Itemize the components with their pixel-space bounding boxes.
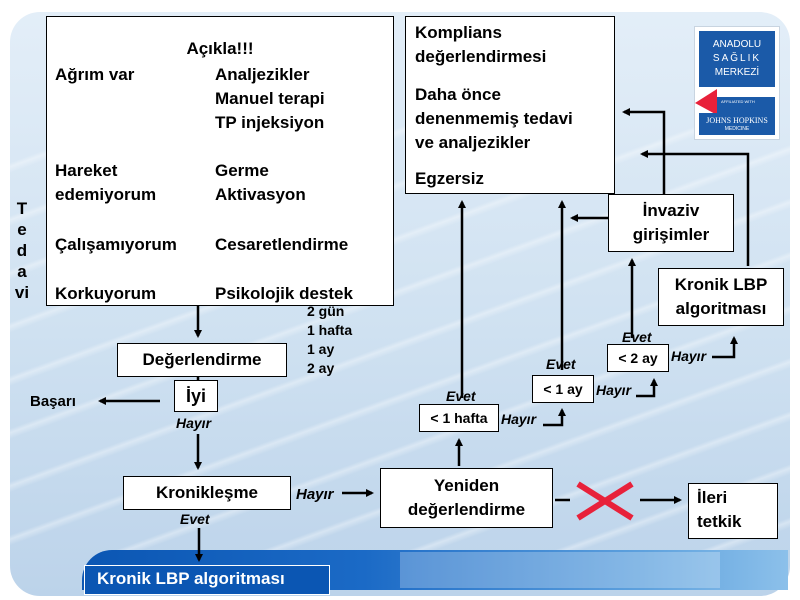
- logo-top-panel: ANADOLU SAĞLIK MERKEZİ: [699, 31, 775, 87]
- cross-stroke-2: [576, 481, 634, 521]
- kronik-lbp-right-box: Kronik LBP algoritması: [658, 268, 784, 326]
- cross-icon: [576, 481, 634, 521]
- duration-1: 2 gün: [307, 303, 345, 319]
- duration-4: 2 ay: [307, 360, 335, 376]
- hayir-label-kroniklesme: Hayır: [296, 486, 334, 503]
- compliance-line-2: Daha önce denenmemiş tedavi ve analjezik…: [415, 85, 573, 152]
- logo-affiliated: AFFILIATED WITH: [721, 99, 755, 104]
- logo-emblem-icon: [695, 89, 775, 115]
- arrow-kronik-lbp-to-compliance: [640, 150, 750, 266]
- iyi-box: İyi: [174, 380, 218, 412]
- left-explain-box: Açıkla!!! Ağrım var Analjezikler Manuel …: [46, 16, 394, 306]
- basari-label: Başarı: [30, 393, 76, 410]
- evet-label-kroniklesme: Evet: [180, 511, 210, 527]
- duration-3: 1 ay: [307, 341, 335, 357]
- lt-2-ay-box: < 2 ay: [607, 344, 669, 372]
- logo-line-2: SAĞLIK: [712, 53, 762, 64]
- treatment-4: Psikolojik destek: [215, 284, 353, 303]
- compliance-line-3: Egzersiz: [415, 169, 484, 188]
- treatment-2: Germe Aktivasyon: [215, 161, 306, 204]
- yeniden-degerlendirme-box: Yeniden değerlendirme: [380, 468, 553, 528]
- compliance-line-1: Komplians değerlendirmesi: [415, 23, 547, 66]
- problem-4: Korkuyorum: [55, 284, 157, 303]
- anadolu-logo: ANADOLU SAĞLIK MERKEZİ AFFILIATED WITH J…: [694, 26, 780, 140]
- duration-2: 1 hafta: [307, 322, 353, 338]
- lt-1-hafta-box: < 1 hafta: [419, 404, 499, 432]
- side-label-tedavi: Tedavi: [14, 199, 30, 302]
- left-box-heading: Açıkla!!!: [186, 39, 254, 58]
- hayir-label-iyi: Hayır: [176, 415, 212, 431]
- invaziv-box: İnvaziv girişimler: [608, 194, 734, 252]
- arrow-hayir-to-kronik-lbp: [712, 336, 738, 359]
- problem-2: Hareket edemiyorum: [55, 161, 157, 204]
- evet-label-2-ay: Evet: [622, 329, 652, 345]
- hayir-label-1-ay: Hayır: [596, 382, 632, 398]
- degerlendirme-box: Değerlendirme: [117, 343, 287, 377]
- compliance-box: Komplians değerlendirmesi Daha önce dene…: [405, 16, 615, 194]
- logo-partner: JOHNS HOPKINS: [706, 116, 768, 125]
- arrow-hayir-to-2-ay: [636, 378, 658, 398]
- arrow-hayir-to-1-ay: [543, 408, 566, 427]
- logo-line-1: ANADOLU: [712, 39, 762, 50]
- lt-1-ay-box: < 1 ay: [532, 375, 594, 403]
- ileri-tetkik-box: İleri tetkik: [688, 483, 778, 539]
- problem-3: Çalışamıyorum: [55, 235, 177, 254]
- arrow-invaziv-to-compliance: [622, 108, 666, 194]
- treatment-1: Analjezikler Manuel terapi TP injeksiyon: [215, 65, 325, 132]
- logo-bottom-panel: JOHNS HOPKINS MEDICINE: [699, 113, 775, 135]
- logo-line-3: MERKEZİ: [714, 67, 760, 78]
- treatment-3: Cesaretlendirme: [215, 235, 349, 254]
- problem-1: Ağrım var: [55, 65, 135, 84]
- kronik-lbp-bottom-box: Kronik LBP algoritması: [84, 565, 330, 595]
- bottom-bar-highlight: [400, 552, 720, 588]
- kroniklesme-box: Kronikleşme: [123, 476, 291, 510]
- hayir-label-2-ay: Hayır: [671, 348, 707, 364]
- hayir-label-1-hafta: Hayır: [501, 411, 537, 427]
- logo-partner-sub: MEDICINE: [724, 126, 750, 132]
